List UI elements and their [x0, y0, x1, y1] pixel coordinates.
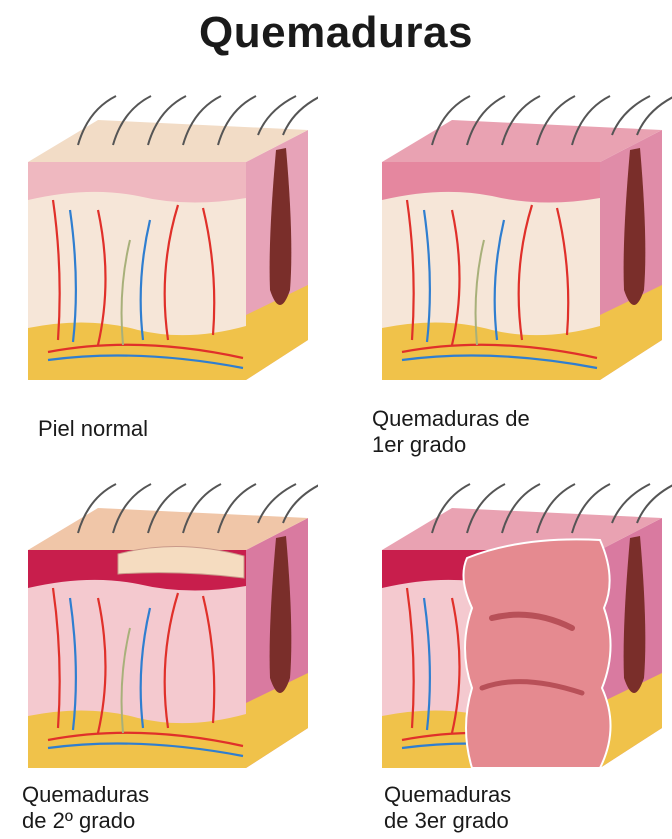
- panel-first-degree: [372, 90, 672, 390]
- skin-block-illustration: [18, 90, 318, 390]
- caption-normal-skin: Piel normal: [38, 416, 148, 442]
- caption-second-degree: Quemaduras de 2º grado: [22, 782, 149, 834]
- blister: [118, 546, 244, 578]
- panel-third-degree: [372, 478, 672, 778]
- caption-first-degree: Quemaduras de 1er grado: [372, 406, 530, 458]
- panel-normal-skin: [18, 90, 318, 390]
- skin-block-illustration: [372, 478, 672, 778]
- third-degree-wound: [463, 539, 610, 768]
- panel-second-degree: [18, 478, 318, 778]
- caption-third-degree: Quemaduras de 3er grado: [384, 782, 511, 834]
- skin-block-illustration: [372, 90, 672, 390]
- skin-block-illustration: [18, 478, 318, 778]
- page-title: Quemaduras: [0, 8, 672, 58]
